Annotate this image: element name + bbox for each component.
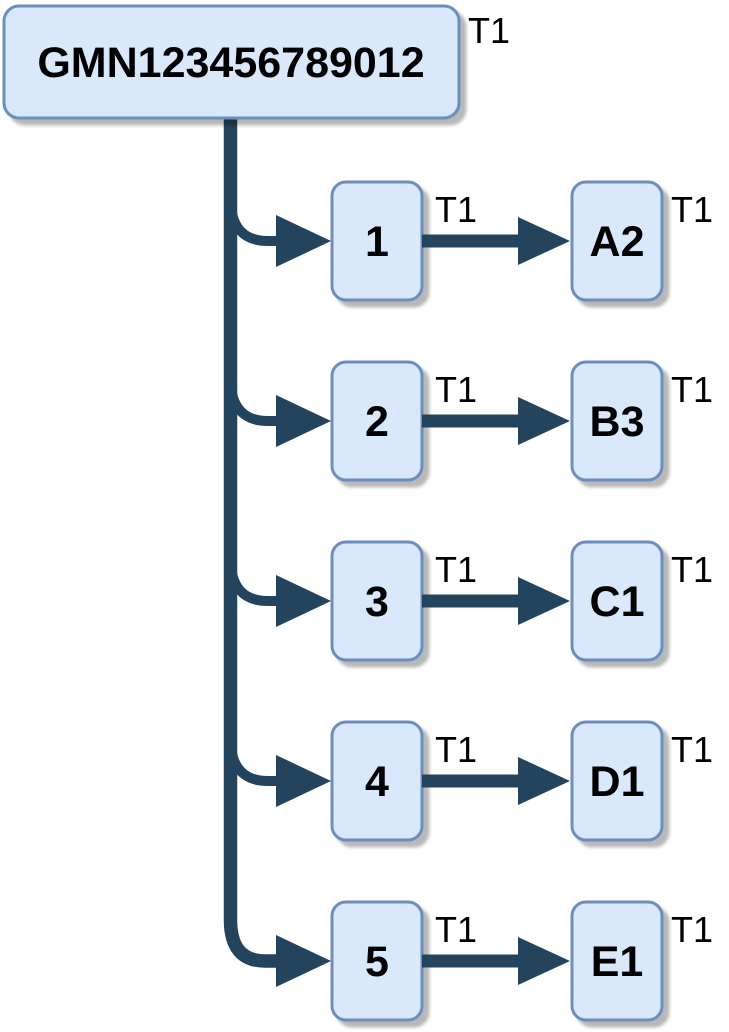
branch-row-3: 4 T1 D1 T1 xyxy=(225,720,713,842)
source-tag-label-4: T1 xyxy=(435,909,477,950)
branch-row-0: 1 T1 A2 T1 xyxy=(225,180,713,302)
target-tag-label-0: T1 xyxy=(671,189,713,230)
source-node-label-3: 4 xyxy=(365,758,389,806)
edge-arrowhead-2 xyxy=(518,577,570,625)
target-node-3[interactable] xyxy=(570,720,664,842)
root-node[interactable] xyxy=(2,4,461,120)
root-node-group: GMN123456789012 T1 xyxy=(2,4,510,120)
branch-arrowhead-2 xyxy=(276,575,331,627)
target-node-label-0: A2 xyxy=(590,218,645,266)
target-tag-label-3: T1 xyxy=(671,729,713,770)
target-node-label-2: C1 xyxy=(590,578,645,626)
source-tag-label-2: T1 xyxy=(435,549,477,590)
source-tag-label-3: T1 xyxy=(435,729,477,770)
trunk-connector xyxy=(223,115,278,968)
branch-row-1: 2 T1 B3 T1 xyxy=(225,360,713,482)
target-node-label-1: B3 xyxy=(590,398,645,446)
branch-arrowhead-4 xyxy=(276,935,331,987)
target-tag-label-1: T1 xyxy=(671,369,713,410)
target-node-2[interactable] xyxy=(570,540,664,662)
source-node-label-1: 2 xyxy=(365,398,389,446)
branch-arrowhead-1 xyxy=(276,395,331,447)
source-tag-label-0: T1 xyxy=(435,189,477,230)
target-node-4[interactable] xyxy=(570,900,664,1022)
branch-connector-3 xyxy=(225,737,278,786)
branch-connector-0 xyxy=(225,197,278,246)
source-node-label-2: 3 xyxy=(365,578,389,626)
target-tag-label-4: T1 xyxy=(671,909,713,950)
branch-arrowhead-0 xyxy=(276,215,331,267)
branch-row-4: 5 T1 E1 T1 xyxy=(276,900,713,1022)
source-tag-label-1: T1 xyxy=(435,369,477,410)
target-node-1[interactable] xyxy=(570,360,664,482)
edge-arrowhead-4 xyxy=(518,937,570,985)
root-tag-label: T1 xyxy=(468,10,510,51)
target-node-label-4: E1 xyxy=(591,938,644,986)
branch-connector-2 xyxy=(225,557,278,606)
branch-arrowhead-3 xyxy=(276,755,331,807)
target-tag-label-2: T1 xyxy=(671,549,713,590)
branch-row-2: 3 T1 C1 T1 xyxy=(225,540,713,662)
target-node-label-3: D1 xyxy=(590,758,645,806)
edge-arrowhead-0 xyxy=(518,217,570,265)
edge-arrowhead-3 xyxy=(518,757,570,805)
branch-connector-1 xyxy=(225,377,278,426)
source-node-label-0: 1 xyxy=(365,218,389,266)
edge-arrowhead-1 xyxy=(518,397,570,445)
source-node-label-4: 5 xyxy=(365,938,389,986)
root-node-label: GMN123456789012 xyxy=(37,39,424,87)
target-node-0[interactable] xyxy=(570,180,664,302)
